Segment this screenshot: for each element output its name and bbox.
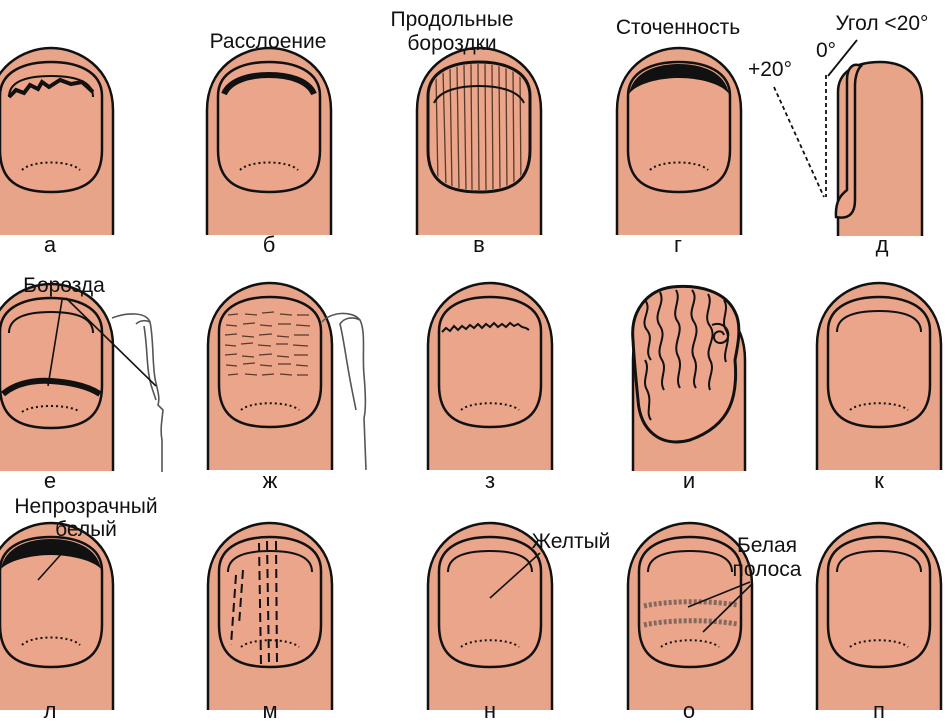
panel-letter: з <box>485 468 495 493</box>
plus20-line <box>774 87 824 197</box>
panel-i <box>633 286 745 471</box>
panel-z <box>428 283 552 470</box>
panel-k <box>817 283 941 470</box>
label-zero-deg: 0° <box>816 39 836 62</box>
panel-p <box>817 523 941 710</box>
panel-letter: е <box>44 468 56 493</box>
panel-b <box>207 48 331 235</box>
panel-letter: н <box>484 698 496 723</box>
label-thinning: Сточенность <box>616 16 740 39</box>
panel-l <box>0 523 113 710</box>
side-profile-e <box>112 314 163 472</box>
label-groove: Борозда <box>23 274 105 297</box>
panel-letter: п <box>873 698 885 723</box>
dystrophic-nail <box>633 286 739 442</box>
panel-letter: и <box>683 468 695 493</box>
panel-a <box>0 48 113 235</box>
panel-o <box>628 523 752 710</box>
panel-letter: б <box>263 232 276 257</box>
panel-d <box>774 40 922 236</box>
panel-letter: в <box>473 232 485 257</box>
panel-letter: к <box>874 468 884 493</box>
panel-letter: о <box>683 698 695 723</box>
label-grooves-line1: Продольные <box>390 8 513 31</box>
panel-letter: г <box>674 232 682 257</box>
panel-letter: д <box>876 232 889 257</box>
label-yellow: Желтый <box>532 530 611 553</box>
panel-letter: а <box>44 232 57 257</box>
panel-letter: л <box>44 698 57 723</box>
panel-v <box>417 48 541 235</box>
label-band-line1: Белая <box>737 534 797 557</box>
panel-zh <box>208 283 332 470</box>
panel-e <box>0 284 113 471</box>
label-angle: Угол <20° <box>836 12 929 35</box>
label-grooves-line2: бороздки <box>407 32 496 55</box>
label-opaque-line1: Непрозрачный <box>14 495 157 518</box>
nail-plate <box>0 62 102 192</box>
panel-m <box>208 523 332 710</box>
panel-letter: ж <box>263 468 278 493</box>
label-layering: Расслоение <box>210 30 327 53</box>
panel-letter: м <box>262 698 277 723</box>
label-plus20: +20° <box>748 58 792 81</box>
label-band-line2: полоса <box>733 558 802 581</box>
label-opaque-line2: белый <box>55 518 117 541</box>
panel-g <box>617 48 741 235</box>
